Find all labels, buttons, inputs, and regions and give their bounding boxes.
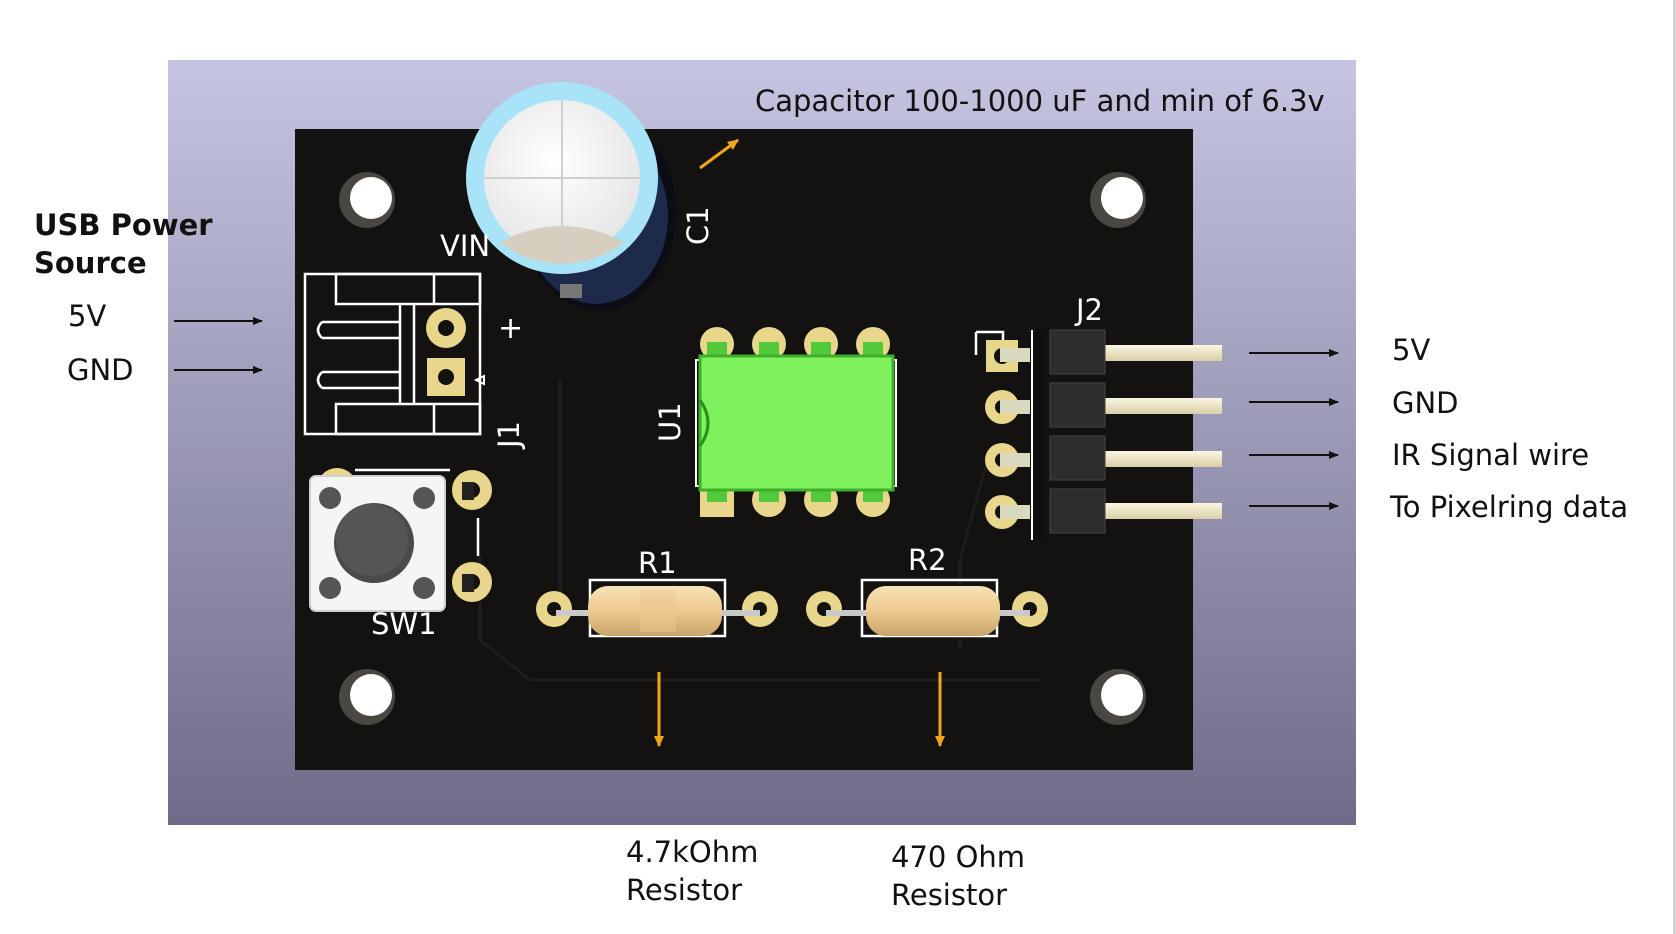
r2-value-line1: 470 Ohm xyxy=(891,840,1026,874)
header-j2 xyxy=(974,329,1222,540)
right-5v-label: 5V xyxy=(1392,333,1431,367)
silkscreen-c1: C1 xyxy=(681,206,715,245)
right-ir-label: IR Signal wire xyxy=(1392,438,1590,472)
silkscreen-vin: VIN xyxy=(440,229,490,263)
right-gnd-label: GND xyxy=(1392,386,1459,420)
silkscreen-sw1: SW1 xyxy=(371,607,437,641)
switch-sw1 xyxy=(309,468,492,612)
window-edge xyxy=(1673,0,1676,934)
capacitor-note: Capacitor 100-1000 uF and min of 6.3v xyxy=(755,84,1325,118)
silkscreen-r2: R2 xyxy=(908,543,947,577)
resistor-r1 xyxy=(536,578,778,638)
silkscreen-r1: R1 xyxy=(638,546,677,580)
left-5v-label: 5V xyxy=(68,299,107,333)
usb-power-label-line2: Source xyxy=(34,246,147,280)
left-gnd-label: GND xyxy=(67,353,134,387)
silkscreen-j1: J1 xyxy=(492,421,526,450)
silkscreen-u1: U1 xyxy=(653,402,687,442)
silkscreen-j2: J2 xyxy=(1074,293,1103,327)
r1-value-line1: 4.7kOhm xyxy=(626,835,759,869)
right-pixelring-label: To Pixelring data xyxy=(1390,490,1629,524)
capacitor-annotation-arrow xyxy=(699,138,739,170)
resistor-r2 xyxy=(806,578,1048,638)
r2-value-line2: Resistor xyxy=(891,878,1007,912)
silkscreen-plus: + xyxy=(498,311,523,346)
capacitor-c1 xyxy=(466,82,676,310)
connector-j1 xyxy=(303,272,482,436)
chip-u1 xyxy=(695,327,897,517)
mounting-holes xyxy=(339,172,1146,725)
usb-power-label-line1: USB Power xyxy=(34,208,213,242)
r1-value-line2: Resistor xyxy=(626,873,742,907)
